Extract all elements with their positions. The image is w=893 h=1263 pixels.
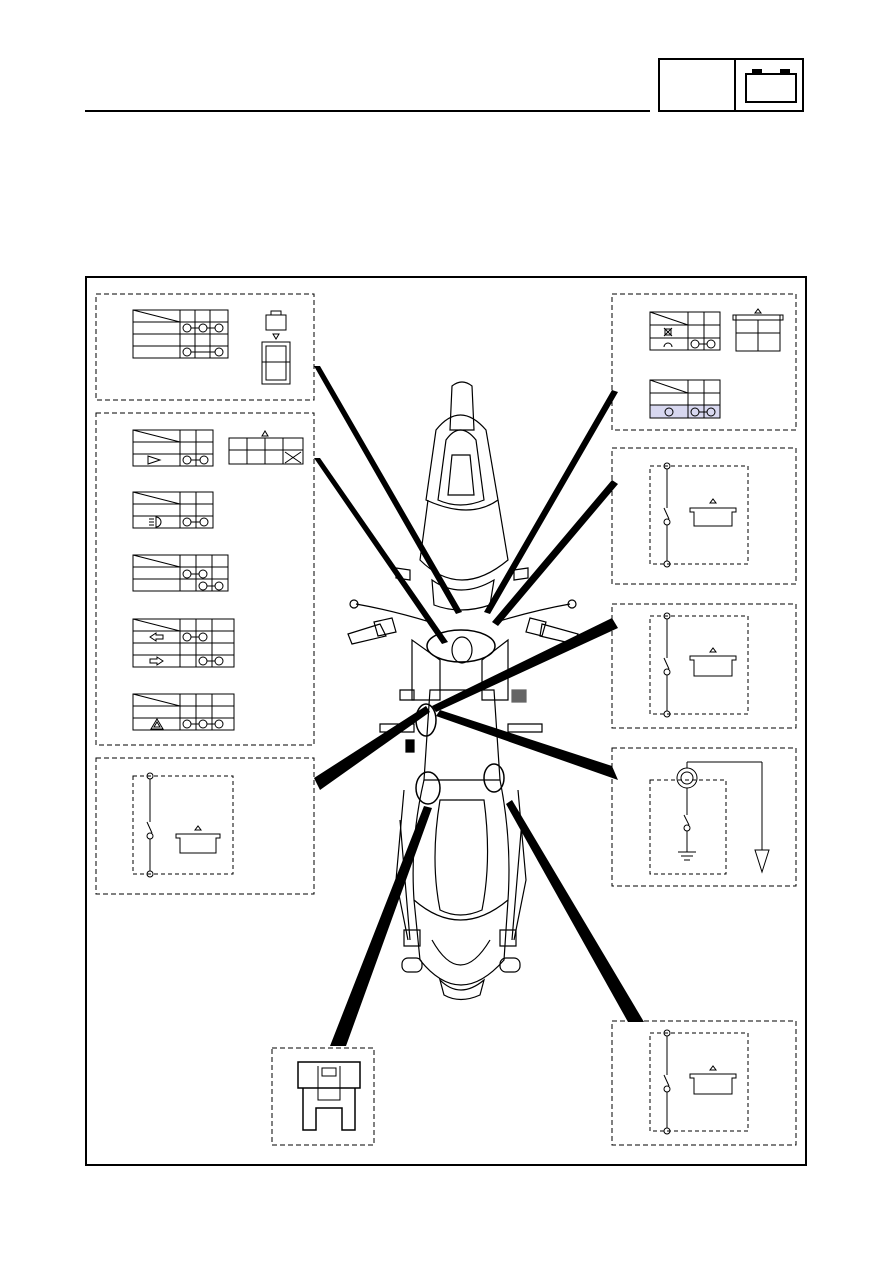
rear-brake-switch <box>612 604 796 728</box>
fuse <box>272 1048 374 1145</box>
main-switch-continuity-table <box>96 294 314 400</box>
oil-level-switch <box>612 748 796 886</box>
handlebar-switch-tables <box>96 413 314 745</box>
front-brake-switch <box>612 448 796 584</box>
sidestand-switch <box>612 1021 796 1145</box>
callout-pointers <box>314 366 644 1046</box>
horn-and-start-switch-tables <box>612 294 796 430</box>
brake-light-switch <box>96 758 314 894</box>
